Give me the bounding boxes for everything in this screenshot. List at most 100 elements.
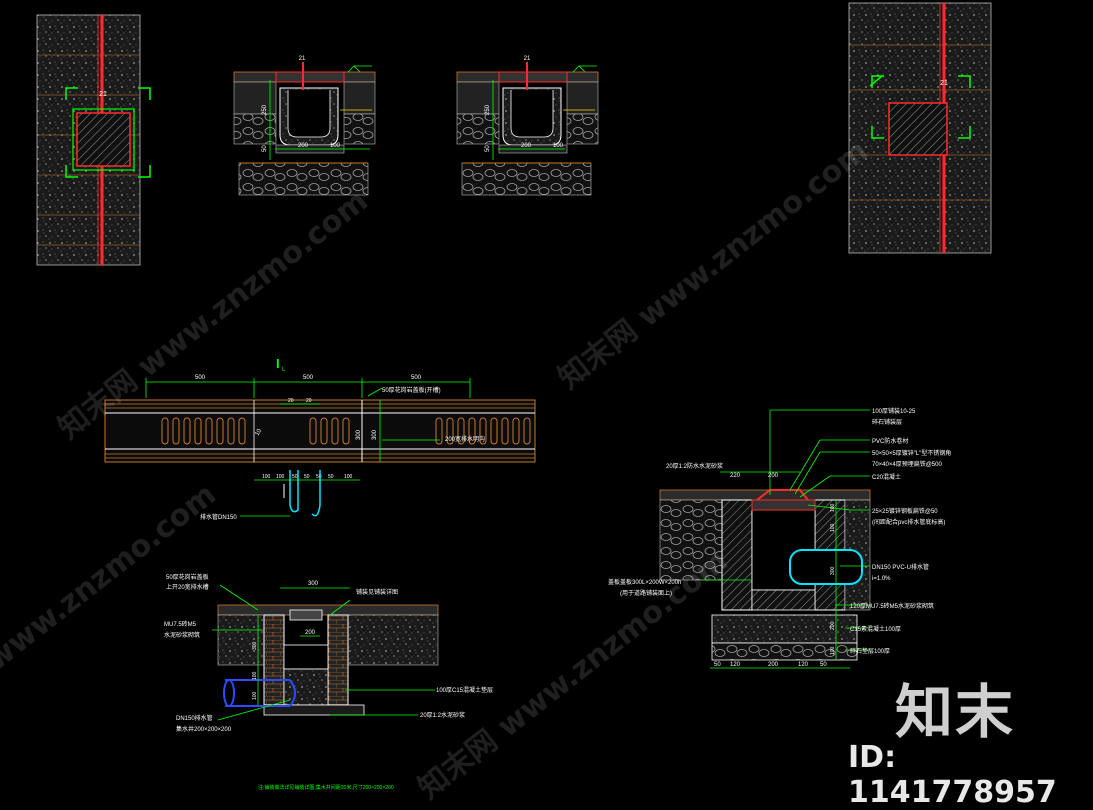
grate-note-right: 200宽排水明沟 bbox=[445, 435, 485, 443]
grate-slot bbox=[342, 417, 350, 445]
grate-slot bbox=[501, 417, 509, 445]
section-a-dim-200: 200 bbox=[298, 143, 309, 149]
detail-note-left-2: (用于道路铺装面上) bbox=[620, 589, 672, 597]
grate-dim-vert-2: 300 bbox=[372, 429, 378, 440]
grate-slot bbox=[205, 417, 213, 445]
trench-note-left-4: 集水井200×200×200 bbox=[176, 725, 232, 733]
detail-dim-bottom-4: 120 bbox=[798, 662, 809, 668]
trench-note-top-1: 50厚花岗岩盖板 bbox=[166, 573, 209, 581]
trench-section: 300 200 100 100 300 50厚花岗岩盖板 上开20宽排水槽 铺装… bbox=[164, 573, 493, 791]
section-b-dim-250: 250 bbox=[485, 104, 491, 115]
section-b-dim-100: 100 bbox=[553, 143, 564, 149]
grate-slot bbox=[512, 417, 520, 445]
detail-dim-right-1: 100 bbox=[830, 503, 836, 512]
grate-slot bbox=[331, 417, 339, 445]
section-b-dim-200: 200 bbox=[521, 143, 532, 149]
brand-logo: 知末 bbox=[895, 678, 1016, 746]
section-a-dim-250: 250 bbox=[262, 104, 268, 115]
detail-note-11: 120厚MU7.5砖M5水泥砂浆砌筑 bbox=[850, 602, 934, 610]
grate-slot bbox=[457, 417, 465, 445]
grate-slot bbox=[183, 417, 191, 445]
trench-note-top-right: 铺装见铺装详图 bbox=[356, 588, 398, 596]
grate-slot bbox=[309, 417, 317, 445]
trench-note-left-1: MU7.5砖M5 bbox=[164, 620, 197, 628]
grate-dim-bottom-1: 100 bbox=[262, 474, 271, 480]
detail-dim-right-3: 300 bbox=[830, 566, 836, 575]
detail-dim-right-4: 200 bbox=[830, 621, 836, 630]
section-b: 21 250 200 100 50 bbox=[456, 56, 599, 196]
detail-dim-top-2: 200 bbox=[768, 473, 779, 479]
grate-slot bbox=[320, 417, 328, 445]
grate-dim-bottom-2: 100 bbox=[276, 474, 285, 480]
grate-slot bbox=[194, 417, 202, 445]
detail-note-5: 70×40×4厚预埋扁铁@500 bbox=[872, 460, 942, 468]
plan-right-label: 21 bbox=[940, 80, 948, 87]
grate-slot bbox=[216, 417, 224, 445]
detail-note-13: 碎石垫层100厚 bbox=[850, 647, 890, 655]
detail-note-10: i=1.0% bbox=[872, 576, 891, 582]
detail-note-1: 100厚铺装10-25 bbox=[872, 407, 916, 415]
grate-note-top: 50厚花岗岩盖板(开槽) bbox=[382, 386, 441, 394]
detail-dim-bottom-3: 200 bbox=[768, 662, 779, 668]
grate-slot bbox=[227, 417, 235, 445]
grate-slot bbox=[523, 417, 531, 445]
grate-section-mark: I bbox=[276, 356, 280, 371]
plan-left-label: 21 bbox=[99, 91, 107, 98]
grate-dim-top-3: 500 bbox=[411, 375, 422, 381]
grate-slot bbox=[172, 417, 180, 445]
grate-dim-top-2: 500 bbox=[303, 375, 314, 381]
detail-dim-bottom-2: 120 bbox=[730, 662, 741, 668]
section-b-label: 21 bbox=[524, 56, 531, 62]
grate-plan: I L 500 500 500 20 20 300 300 10 50厚花岗岩盖… bbox=[104, 356, 536, 521]
section-a-label: 21 bbox=[299, 56, 306, 62]
detail-note-left-1: 盖板盖板300L×200W×200h bbox=[608, 578, 681, 586]
section-b-dim-50: 50 bbox=[485, 145, 491, 152]
trench-note-left-3: DN150排水管 bbox=[176, 714, 213, 722]
detail-note-9: DN150 PVC-U排水管 bbox=[872, 563, 929, 571]
detail-dim-right-5: 100 bbox=[830, 646, 836, 655]
detail-dim-right-2: 100 bbox=[830, 523, 836, 532]
detail-note-6: C20混凝土 bbox=[872, 473, 901, 481]
trench-dim-side-1: 100 bbox=[252, 671, 258, 680]
detail-dim-top-1: 220 bbox=[730, 473, 741, 479]
section-a-dim-50: 50 bbox=[262, 145, 268, 152]
grate-slot bbox=[479, 417, 487, 445]
trench-note-top-2: 上开20宽排水槽 bbox=[166, 583, 209, 591]
grate-slot bbox=[238, 417, 246, 445]
trench-dim-inner: 200 bbox=[305, 630, 316, 636]
grate-dim-side: 10 bbox=[255, 428, 264, 437]
grate-slot bbox=[490, 417, 498, 445]
grate-slot bbox=[468, 417, 476, 445]
grate-slot bbox=[161, 417, 169, 445]
section-a: 21 250 200 100 50 bbox=[233, 56, 376, 196]
detail-note-7: 25×25镀锌钢板扁铁@50 bbox=[872, 507, 938, 515]
detail-note-12: C15素混凝土100厚 bbox=[850, 625, 901, 633]
detail-note-8: (间距配合pvc排水管底标高) bbox=[872, 518, 945, 526]
grate-note-bottom: 排水管DN150 bbox=[200, 513, 237, 521]
grate-dim-vert-1: 300 bbox=[356, 429, 362, 440]
detail-note-3: PVC防水卷材 bbox=[872, 437, 908, 445]
grate-dim-mid-2: 20 bbox=[306, 398, 312, 404]
section-a-dim-100: 100 bbox=[330, 143, 341, 149]
grate-dim-bottom-6: 50 bbox=[328, 474, 334, 480]
grate-dim-mid-1: 20 bbox=[288, 398, 294, 404]
trench-dim-side-2: 100 bbox=[252, 691, 258, 700]
detail-dim-bottom-5: 50 bbox=[820, 662, 827, 668]
grate-dim-top-1: 500 bbox=[195, 375, 206, 381]
plan-view-left: 21 bbox=[36, 14, 151, 266]
grate-slot bbox=[435, 417, 443, 445]
trench-dim-top: 300 bbox=[308, 581, 319, 587]
detail-note-4: 50×50×5厚镀锌"L"型不锈钢角 bbox=[872, 449, 951, 457]
trench-note-right-2: 20厚1:2水泥砂浆 bbox=[420, 711, 465, 719]
trench-caption: 注:铺装做法详见铺装详图,集水井间距20米,尺寸200×200×200 bbox=[258, 784, 394, 791]
grate-slot bbox=[446, 417, 454, 445]
detail-note-left-top: 20厚1:2防水水泥砂浆 bbox=[666, 462, 723, 470]
detail-note-2: 碎石铺装层 bbox=[872, 418, 902, 426]
grate-section-sub: L bbox=[282, 367, 286, 373]
trench-dim-side-3: 300 bbox=[252, 641, 258, 650]
trench-note-right-1: 100厚C15混凝土垫层 bbox=[436, 686, 493, 694]
trench-note-left-2: 水泥砂浆砌筑 bbox=[164, 631, 200, 639]
grate-dim-bottom-3: 50 bbox=[292, 474, 298, 480]
grate-dim-bottom-5: 50 bbox=[316, 474, 322, 480]
